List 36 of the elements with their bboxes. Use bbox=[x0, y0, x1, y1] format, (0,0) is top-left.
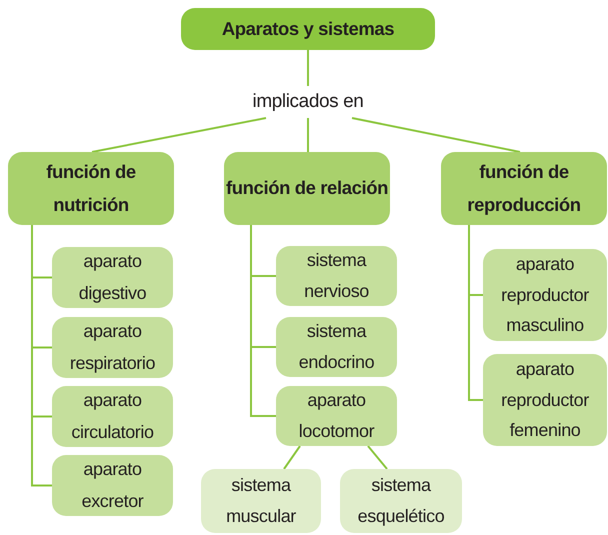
box-label: aparato reproductor masculino bbox=[500, 253, 590, 338]
concept-box bbox=[483, 354, 607, 446]
concept-box bbox=[483, 249, 607, 341]
connector-line bbox=[92, 117, 266, 153]
box-label: sistema esquelético bbox=[356, 474, 446, 528]
concept-box bbox=[441, 152, 607, 225]
concept-box bbox=[340, 469, 462, 533]
box-label: aparato locotomor bbox=[298, 388, 376, 443]
concept-box bbox=[276, 246, 397, 306]
connector-line bbox=[307, 50, 309, 86]
concept-box bbox=[224, 152, 390, 225]
concept-box bbox=[276, 317, 397, 377]
connector-line bbox=[307, 118, 309, 152]
concept-box bbox=[276, 386, 397, 446]
concept-box bbox=[201, 469, 321, 533]
connector-line bbox=[352, 117, 520, 153]
concept-box bbox=[52, 247, 173, 308]
concept-box bbox=[52, 317, 173, 378]
concept-box bbox=[8, 152, 174, 225]
box-label: función de nutrición bbox=[45, 160, 137, 216]
connector-line bbox=[367, 445, 388, 470]
connector-line bbox=[468, 225, 483, 401]
box-label: función de reproducción bbox=[466, 160, 582, 217]
connector-line bbox=[283, 445, 301, 470]
box-label: Aparatos y sistemas bbox=[222, 18, 394, 40]
concept-box bbox=[181, 8, 435, 50]
box-label: sistema muscular bbox=[225, 474, 297, 528]
concept-box bbox=[52, 386, 173, 447]
box-label: aparato reproductor femenino bbox=[500, 358, 590, 442]
concept-box bbox=[52, 455, 173, 516]
box-label: sistema nervioso bbox=[303, 248, 370, 303]
connector-line bbox=[250, 225, 276, 417]
connector-line bbox=[31, 225, 52, 486]
box-label: aparato excretor bbox=[80, 458, 144, 512]
linking-phrase: implicados en bbox=[252, 90, 364, 114]
box-label: función de relación bbox=[226, 176, 388, 200]
